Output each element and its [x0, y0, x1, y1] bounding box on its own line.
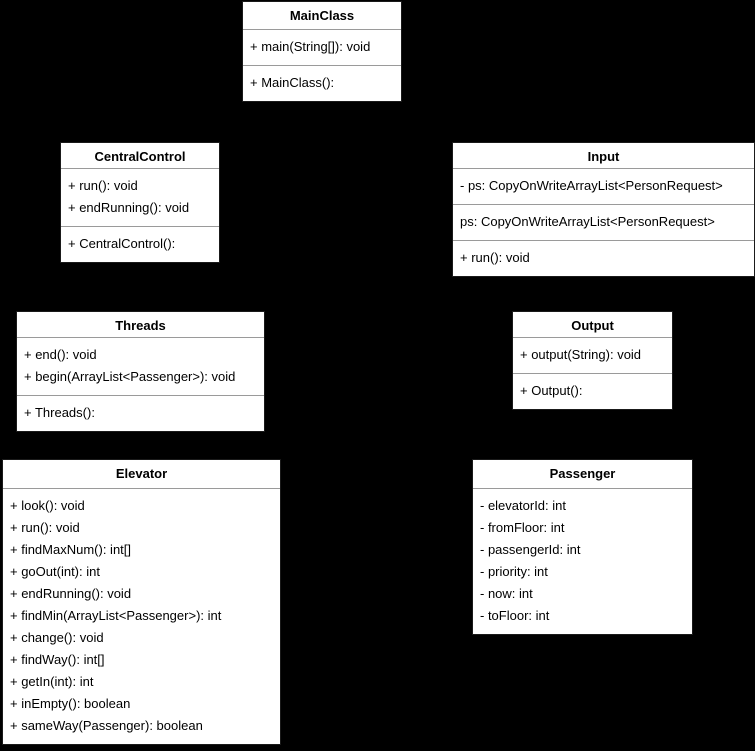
uml-member-row: + getIn(int): int	[10, 674, 94, 689]
uml-member-row: - priority: int	[480, 564, 548, 579]
uml-member-row: - toFloor: int	[480, 608, 550, 623]
uml-class-section: + Output():	[513, 373, 672, 409]
uml-member-row: - now: int	[480, 586, 533, 601]
uml-class-title: Threads	[17, 312, 264, 338]
uml-member-row: + look(): void	[10, 498, 85, 513]
uml-member-row: + main(String[]): void	[250, 39, 371, 54]
uml-class-section: + Threads():	[17, 395, 264, 431]
uml-member-row: + findMaxNum(): int[]	[10, 542, 132, 557]
uml-class-title: Input	[453, 143, 754, 169]
uml-class-centralcontrol: CentralControl + run(): void + endRunning(…	[60, 142, 220, 263]
uml-class-section: ps: CopyOnWriteArrayList<PersonRequest>	[453, 204, 754, 240]
uml-class-title: CentralControl	[61, 143, 219, 169]
uml-member-row: + findMin(ArrayList<Passenger>): int	[10, 608, 222, 623]
uml-member-row: + inEmpty(): boolean	[10, 696, 131, 711]
uml-member-row: + run(): void	[10, 520, 80, 535]
uml-class-section: + CentralControl():	[61, 226, 219, 262]
uml-member-row: + Output():	[520, 383, 583, 398]
uml-class-section: + end(): void + begin(ArrayList<Passenger…	[17, 338, 264, 395]
uml-member-row: + run(): void	[460, 250, 530, 265]
uml-class-title: Elevator	[3, 460, 280, 489]
uml-member-row: ps: CopyOnWriteArrayList<PersonRequest>	[460, 214, 715, 229]
uml-class-section: + run(): void + endRunning(): void	[61, 169, 219, 226]
uml-class-section: - ps: CopyOnWriteArrayList<PersonRequest…	[453, 169, 754, 204]
uml-member-row: + Threads():	[24, 405, 95, 420]
uml-member-row: + begin(ArrayList<Passenger>): void	[24, 369, 236, 384]
uml-class-output: Output + output(String): void + Output():	[512, 311, 673, 410]
uml-member-row: + endRunning(): void	[10, 586, 132, 601]
uml-member-row: + output(String): void	[520, 347, 642, 362]
uml-member-row: + goOut(int): int	[10, 564, 100, 579]
uml-member-row: + endRunning(): void	[68, 200, 190, 215]
uml-class-section: + run(): void	[453, 240, 754, 276]
uml-class-threads: Threads + end(): void + begin(ArrayList<Pa…	[16, 311, 265, 432]
uml-class-title: MainClass	[243, 2, 401, 30]
uml-member-row: + CentralControl():	[68, 236, 176, 251]
uml-class-input: Input - ps: CopyOnWriteArrayList<PersonRe…	[452, 142, 755, 277]
uml-class-title: Passenger	[473, 460, 692, 489]
uml-member-row: - fromFloor: int	[480, 520, 565, 535]
uml-class-section: - elevatorId: int - fromFloor: int - passe…	[473, 489, 692, 634]
uml-class-section: + MainClass():	[243, 65, 401, 101]
uml-member-row: - passengerId: int	[480, 542, 581, 557]
uml-member-row: + run(): void	[68, 178, 138, 193]
uml-class-passenger: Passenger - elevatorId: int - fromFloor: i…	[472, 459, 693, 635]
uml-member-row: + change(): void	[10, 630, 104, 645]
uml-member-row: - ps: CopyOnWriteArrayList<PersonRequest…	[460, 178, 723, 193]
uml-member-row: - elevatorId: int	[480, 498, 566, 513]
uml-member-row: + sameWay(Passenger): boolean	[10, 718, 203, 733]
uml-class-section: + look(): void + run(): void + findMaxNum(…	[3, 489, 280, 744]
uml-member-row: + MainClass():	[250, 75, 335, 90]
uml-member-row: + findWay(): int[]	[10, 652, 105, 667]
uml-class-mainclass: MainClass + main(String[]): void + MainCla…	[242, 1, 402, 102]
uml-class-section: + output(String): void	[513, 338, 672, 373]
uml-member-row: + end(): void	[24, 347, 97, 362]
uml-class-elevator: Elevator + look(): void + run(): void + fin…	[2, 459, 281, 745]
uml-class-section: + main(String[]): void	[243, 30, 401, 65]
uml-class-title: Output	[513, 312, 672, 338]
